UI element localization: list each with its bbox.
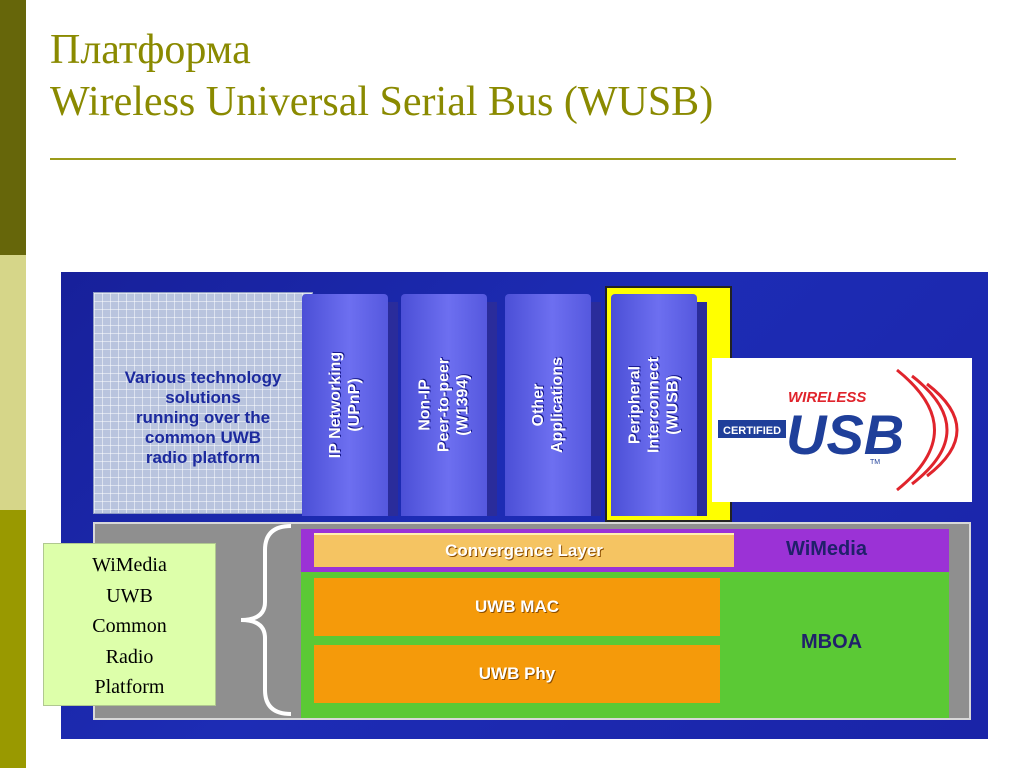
callout-line: UWB bbox=[106, 584, 153, 607]
logo-usb-text: USB bbox=[786, 403, 904, 466]
logo-certified-text: CERTIFIED bbox=[723, 425, 781, 437]
sidebar-stripe-middle bbox=[0, 255, 26, 510]
wireless-usb-logo-graphic: WIRELESS CERTIFIED USB TM bbox=[718, 368, 959, 492]
title-line-1: Платформа bbox=[50, 27, 251, 73]
logo-wireless-text: WIRELESS bbox=[788, 389, 866, 406]
sidebar-stripe-bottom bbox=[0, 510, 26, 768]
column-ip-networking: IP Networking (UPnP) bbox=[302, 294, 398, 516]
logo-tm-text: TM bbox=[870, 459, 880, 466]
uwb-phy-bar: UWB Phy bbox=[314, 645, 720, 703]
wireless-usb-logo: WIRELESS CERTIFIED USB TM bbox=[712, 358, 972, 502]
column-other-applications-label: Other Applications bbox=[530, 356, 566, 454]
title-divider bbox=[50, 158, 956, 160]
slide-title: Платформа Wireless Universal Serial Bus … bbox=[50, 24, 713, 128]
column-non-ip: Non-IP Peer-to-peer (W1394) bbox=[401, 294, 497, 516]
column-peripheral-interconnect-label: Peripheral Interconnect (WUSB) bbox=[626, 356, 682, 454]
wimedia-uwb-callout: WiMedia UWB Common Radio Platform bbox=[43, 543, 216, 706]
uwb-mac-bar: UWB MAC bbox=[314, 578, 720, 636]
convergence-layer-bar: Convergence Layer bbox=[314, 533, 734, 567]
column-peripheral-interconnect: Peripheral Interconnect (WUSB) bbox=[611, 294, 707, 516]
convergence-layer-label: Convergence Layer bbox=[445, 541, 603, 560]
technology-solutions-box: Various technology solutions running ove… bbox=[93, 292, 313, 514]
callout-line: Platform bbox=[94, 676, 165, 698]
wimedia-label: WiMedia bbox=[786, 538, 867, 560]
mboa-label: MBOA bbox=[801, 631, 863, 653]
column-non-ip-label: Non-IP Peer-to-peer (W1394) bbox=[416, 357, 472, 453]
curly-brace bbox=[240, 524, 292, 716]
column-ip-networking-label: IP Networking (UPnP) bbox=[327, 351, 363, 459]
technology-solutions-text: Various technology solutions running ove… bbox=[124, 368, 282, 467]
sidebar-stripe-top bbox=[0, 0, 26, 255]
column-other-applications: Other Applications bbox=[505, 294, 601, 516]
wusb-platform-diagram: Various technology solutions running ove… bbox=[61, 272, 988, 739]
callout-line: WiMedia bbox=[92, 554, 167, 576]
uwb-phy-label: UWB Phy bbox=[478, 664, 556, 683]
uwb-mac-label: UWB MAC bbox=[474, 597, 560, 616]
callout-line: Common bbox=[92, 615, 167, 637]
callout-line: Radio bbox=[105, 645, 154, 668]
logo-certified-banner bbox=[718, 420, 786, 438]
title-line-2: Wireless Universal Serial Bus (WUSB) bbox=[50, 79, 714, 125]
